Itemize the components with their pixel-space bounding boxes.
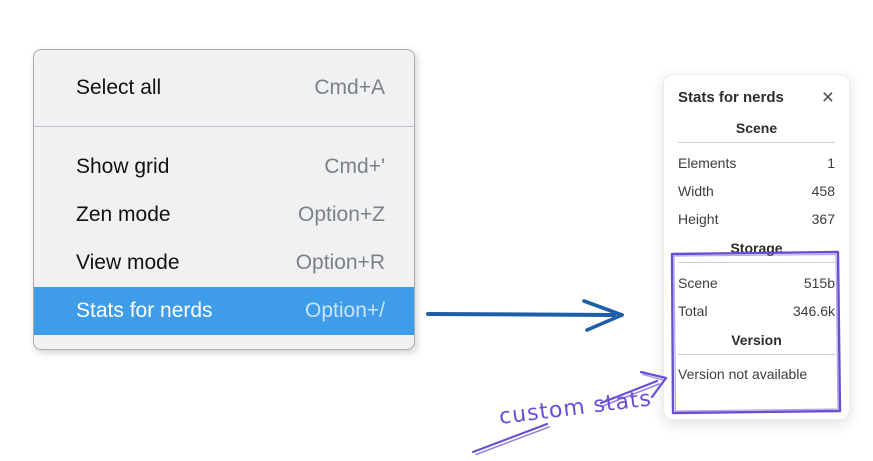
menu-item-label: Zen mode [76, 203, 171, 226]
menu-item-shortcut: Option+/ [305, 299, 385, 322]
menu-item-zen-mode[interactable]: Zen mode Option+Z [34, 191, 414, 239]
section-rule [678, 262, 835, 263]
stats-section-version: Version Version not available [678, 332, 835, 387]
stat-label: Total [678, 303, 708, 319]
annotation-label: custom stats [498, 386, 654, 430]
menu-divider [34, 126, 414, 127]
stat-row-width: Width 458 [678, 177, 835, 205]
section-rule [678, 354, 835, 355]
stats-section-storage: Storage Scene 515b Total 346.6k [678, 240, 835, 325]
menu-section-top: Select all Cmd+A [34, 50, 414, 126]
stat-value: 515b [803, 275, 835, 291]
menu-item-label: Select all [76, 76, 162, 99]
section-heading: Scene [735, 120, 778, 136]
stat-row-scene-storage: Scene 515b [678, 269, 835, 297]
stat-value: 458 [811, 183, 835, 199]
menu-item-label: Stats for nerds [76, 299, 213, 322]
menu-item-label: View mode [76, 251, 180, 274]
close-icon[interactable]: × [821, 85, 834, 109]
menu-item-shortcut: Cmd+A [314, 76, 385, 99]
version-note: Version not available [678, 366, 808, 382]
stat-row-height: Height 367 [678, 205, 835, 233]
menu-section-bottom: Show grid Cmd+' Zen mode Option+Z View m… [34, 127, 414, 349]
stats-panel-header: Stats for nerds × [678, 85, 835, 109]
annotation-arrow [471, 370, 668, 456]
section-heading: Storage [730, 240, 783, 256]
section-rule [678, 142, 835, 143]
stat-label: Scene [678, 275, 718, 291]
menu-item-shortcut: Option+Z [298, 203, 385, 226]
menu-item-select-all[interactable]: Select all Cmd+A [34, 65, 414, 111]
stats-panel-title: Stats for nerds [678, 89, 784, 106]
stat-row-total-storage: Total 346.6k [678, 297, 835, 325]
section-heading: Version [731, 332, 782, 348]
stat-value: 367 [811, 211, 835, 227]
stat-label: Height [678, 211, 719, 227]
stats-panel: Stats for nerds × Scene Elements 1 Width… [663, 74, 850, 420]
stat-value: 346.6k [792, 303, 835, 319]
menu-item-view-mode[interactable]: View mode Option+R [34, 239, 414, 287]
menu-item-show-grid[interactable]: Show grid Cmd+' [34, 143, 414, 191]
menu-item-label: Show grid [76, 155, 170, 178]
stat-label: Width [678, 183, 714, 199]
stats-section-scene: Scene Elements 1 Width 458 Height 367 [678, 120, 835, 233]
stat-value: 1 [827, 155, 835, 171]
menu-item-shortcut: Option+R [295, 251, 385, 274]
stat-row-elements: Elements 1 [678, 149, 835, 177]
stat-label: Elements [678, 155, 737, 171]
menu-item-shortcut: Cmd+' [324, 155, 385, 178]
context-menu: Select all Cmd+A Show grid Cmd+' Zen mod… [33, 49, 415, 350]
menu-item-stats-for-nerds[interactable]: Stats for nerds Option+/ [34, 287, 414, 335]
